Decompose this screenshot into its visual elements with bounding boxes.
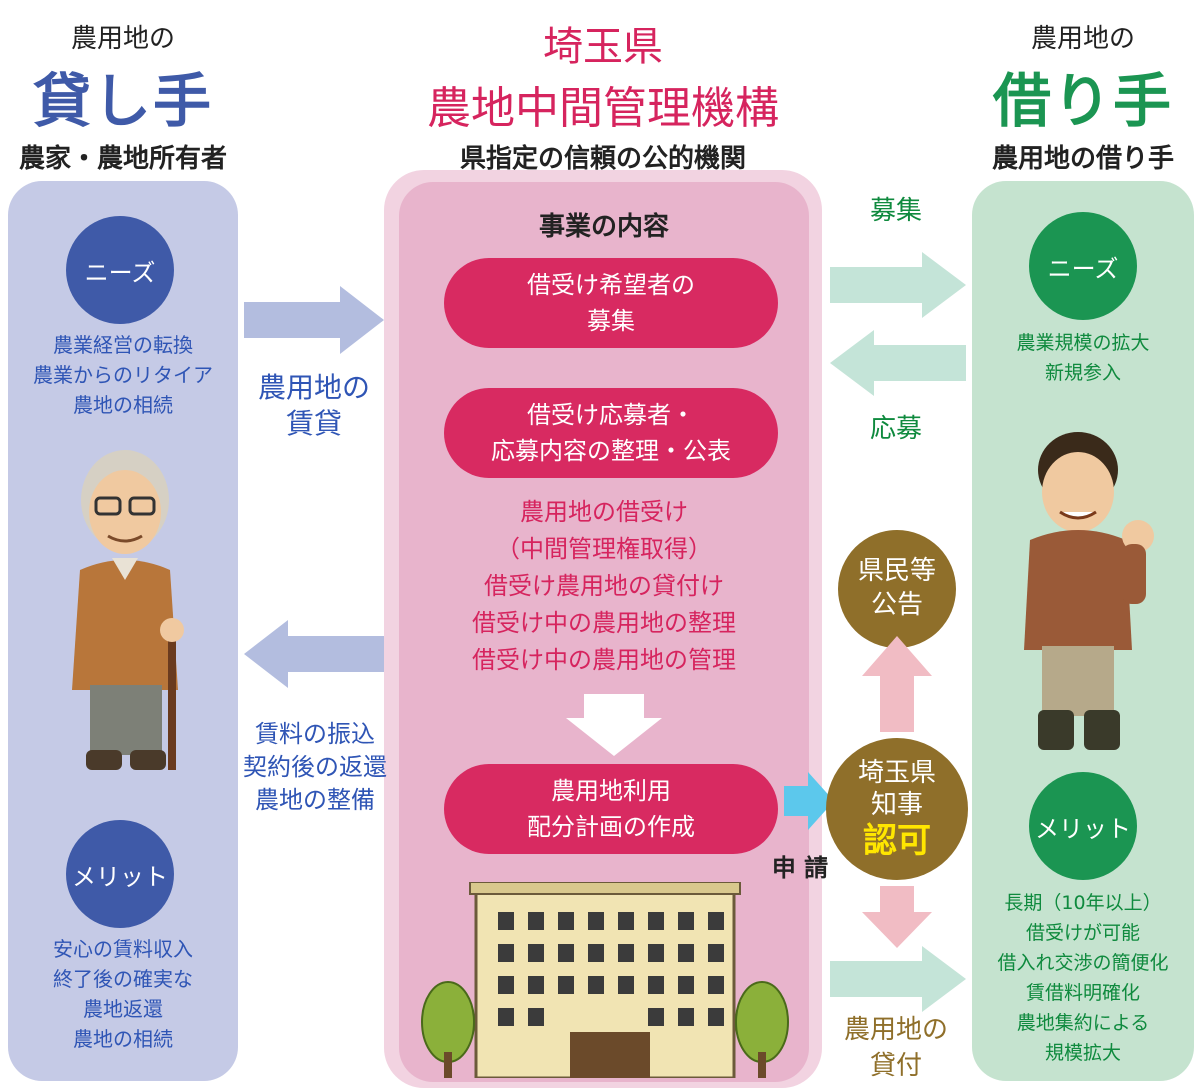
left-header-small: 農用地の xyxy=(70,24,175,54)
apply-arrow-icon xyxy=(830,330,966,396)
governor-approval-badge: 埼玉県 知事 認可 xyxy=(826,738,968,880)
step-organize-pill: 借受け応募者・ 応募内容の整理・公表 xyxy=(444,388,778,478)
payment-label-line: 契約後の返還 xyxy=(243,753,387,781)
request-arrow-icon xyxy=(784,772,834,830)
public-notice-line: 県民等 xyxy=(857,556,936,587)
agency-task-item: 農用地の借受け xyxy=(520,498,688,526)
lend-label: 農用地の 賃貸 xyxy=(244,370,384,442)
lender-need-item: 農業からのリタイア xyxy=(33,363,213,387)
right-header-small: 農用地の xyxy=(1030,24,1135,54)
borrower-merits-list: 長期（10年以上） 借受けが可能 借入れ交渉の簡便化 賃借料明確化 農地集約によ… xyxy=(972,888,1194,1068)
step-recruit-line: 募集 xyxy=(587,307,635,335)
center-header-title-1: 埼玉県 xyxy=(543,24,663,70)
agency-task-item: 借受け農用地の貸付け xyxy=(484,572,724,600)
up-arrow-icon xyxy=(862,636,932,732)
recruit-arrow-icon xyxy=(830,252,966,318)
agency-tasks-list: 農用地の借受け （中間管理権取得） 借受け農用地の貸付け 借受け中の農用地の整理… xyxy=(399,494,809,679)
left-header-big: 貸し手 xyxy=(32,67,213,135)
payment-label: 賃料の振込 契約後の返還 農地の整備 xyxy=(240,718,390,817)
center-header-title-2: 農地中間管理機構 xyxy=(427,83,779,134)
center-header-sub: 県指定の信頼の公的機関 xyxy=(459,144,746,174)
agency-task-item: （中間管理権取得） xyxy=(496,535,712,563)
payment-arrow-icon xyxy=(244,620,384,688)
governor-line: 埼玉県 xyxy=(857,758,936,788)
young-farmer-illustration xyxy=(1024,432,1154,750)
payment-label-line: 農地の整備 xyxy=(255,786,375,814)
down-pink-arrow-icon xyxy=(862,886,932,948)
lender-merit-item: 終了後の確実な xyxy=(53,967,193,991)
request-label: 申 請 xyxy=(771,854,829,882)
step-plan-line: 農用地利用 xyxy=(551,777,671,805)
step-plan-line: 配分計画の作成 xyxy=(527,813,695,841)
elderly-farmer-illustration xyxy=(72,450,184,770)
lender-needs-badge: ニーズ xyxy=(66,216,174,324)
lease-out-line: 農用地の xyxy=(843,1015,948,1045)
agency-task-item: 借受け中の農用地の整理 xyxy=(472,609,736,637)
business-section-title: 事業の内容 xyxy=(538,212,669,242)
step-recruit-line: 借受け希望者の xyxy=(527,271,695,299)
lend-label-line: 農用地の xyxy=(257,371,370,404)
lender-merit-item: 農地の相続 xyxy=(73,1027,173,1051)
step-organize-line: 応募内容の整理・公表 xyxy=(491,437,731,465)
lend-label-line: 賃貸 xyxy=(285,407,342,440)
lender-merit-item: 安心の賃料収入 xyxy=(53,937,193,961)
borrower-merit-item: 借受けが可能 xyxy=(1025,922,1140,944)
public-notice-line: 公告 xyxy=(870,590,923,620)
lender-need-item: 農地の相続 xyxy=(73,393,173,417)
step-recruit-pill: 借受け希望者の 募集 xyxy=(444,258,778,348)
borrower-need-item: 新規参入 xyxy=(1044,362,1121,384)
recruit-label: 募集 xyxy=(869,196,922,226)
lender-needs-list: 農業経営の転換 農業からのリタイア 農地の相続 xyxy=(8,330,238,420)
borrower-merit-item: 農地集約による xyxy=(1016,1012,1150,1034)
lease-out-line: 貸付 xyxy=(869,1051,922,1081)
lease-out-label: 農用地の 貸付 xyxy=(826,1012,966,1084)
borrower-merit-item: 規模拡大 xyxy=(1044,1042,1121,1064)
borrower-merit-badge: メリット xyxy=(1029,772,1137,880)
governor-line: 知事 xyxy=(870,790,923,820)
apply-label: 応募 xyxy=(869,414,922,444)
right-header-sub: 農用地の借り手 xyxy=(991,144,1174,174)
approval-label: 認可 xyxy=(863,821,931,861)
left-header-sub: 農家・農地所有者 xyxy=(18,144,227,174)
lender-merit-badge: メリット xyxy=(66,820,174,928)
step-organize-line: 借受け応募者・ xyxy=(527,401,695,429)
public-notice-badge: 県民等 公告 xyxy=(838,530,956,648)
down-arrow-icon xyxy=(566,694,662,756)
lease-out-arrow-icon xyxy=(830,946,966,1012)
right-header-big: 借り手 xyxy=(992,67,1173,135)
lend-arrow-icon xyxy=(244,286,384,354)
borrower-merit-item: 長期（10年以上） xyxy=(1004,892,1162,914)
borrower-needs-list: 農業規模の拡大 新規参入 xyxy=(972,328,1194,388)
lender-need-item: 農業経営の転換 xyxy=(53,333,193,357)
agency-building-illustration xyxy=(421,882,789,1078)
borrower-need-item: 農業規模の拡大 xyxy=(1016,332,1150,354)
borrower-merit-item: 借入れ交渉の簡便化 xyxy=(997,952,1169,974)
lender-merit-item: 農地返還 xyxy=(83,997,163,1021)
step-plan-pill: 農用地利用 配分計画の作成 xyxy=(444,764,778,854)
payment-label-line: 賃料の振込 xyxy=(255,720,375,748)
borrower-needs-badge: ニーズ xyxy=(1029,212,1137,320)
lender-merits-list: 安心の賃料収入 終了後の確実な 農地返還 農地の相続 xyxy=(8,934,238,1054)
borrower-merit-item: 賃借料明確化 xyxy=(1025,982,1140,1004)
agency-task-item: 借受け中の農用地の管理 xyxy=(472,646,736,674)
